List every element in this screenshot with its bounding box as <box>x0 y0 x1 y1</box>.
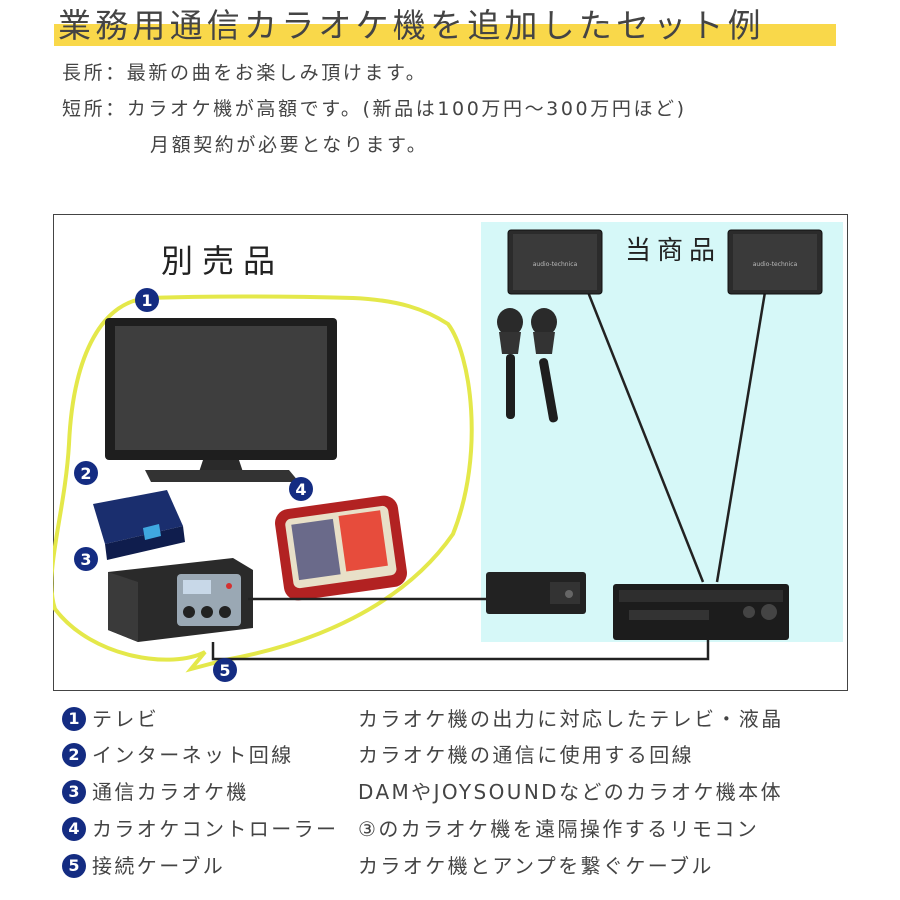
badge-2: 2 <box>74 461 98 485</box>
page-title: 業務用通信カラオケ機を追加したセット例 <box>54 4 836 50</box>
badge-1: 1 <box>135 288 159 312</box>
legend-item-name: カラオケコントローラー <box>92 817 339 841</box>
legend-item-description: カラオケ機の出力に対応したテレビ・液晶 <box>358 707 784 731</box>
karaoke-controller <box>275 495 407 601</box>
legend-row: 5 接続ケーブル カラオケ機とアンプを繋ぐケーブル <box>62 851 862 881</box>
cons-continued-text: 月額契約が必要となります。 <box>150 134 429 156</box>
connection-diagram: audio-technica audio-technica 当商品 別売品 <box>53 214 848 691</box>
svg-text:3: 3 <box>80 550 91 569</box>
badge-4: 4 <box>289 477 313 501</box>
separate-items-loop <box>53 294 474 673</box>
speaker-cable-left <box>586 291 705 583</box>
svg-text:4: 4 <box>295 480 306 499</box>
legend-item-name: 通信カラオケ機 <box>92 780 249 804</box>
legend-item-name: テレビ <box>92 707 160 731</box>
number-badge: 4 <box>62 817 86 841</box>
media-box <box>486 572 586 614</box>
legend-item-description: カラオケ機とアンプを繋ぐケーブル <box>358 854 714 878</box>
legend-item-description: ③のカラオケ機を遠隔操作するリモコン <box>358 817 760 841</box>
speaker-cable-right <box>715 291 767 583</box>
legend-item-description: DAMやJOYSOUNDなどのカラオケ機本体 <box>358 780 783 804</box>
svg-text:5: 5 <box>219 661 230 680</box>
number-badge: 3 <box>62 780 86 804</box>
this-product-label: 当商品 <box>625 236 721 266</box>
svg-text:2: 2 <box>80 464 91 483</box>
legend-row: 4 カラオケコントローラー ③のカラオケ機を遠隔操作するリモコン <box>62 814 862 844</box>
television <box>105 318 337 482</box>
svg-text:1: 1 <box>141 291 152 310</box>
number-badge: 1 <box>62 707 86 731</box>
speaker-right: audio-technica <box>727 229 823 295</box>
amplifier <box>613 584 789 640</box>
internet-router <box>93 490 185 560</box>
legend-row: 3 通信カラオケ機 DAMやJOYSOUNDなどのカラオケ機本体 <box>62 777 862 807</box>
cons-text: 短所：カラオケ機が高額です。(新品は100万円〜300万円ほど) <box>62 98 687 120</box>
speaker-brand-label: audio-technica <box>533 261 578 268</box>
legend-item-name: インターネット回線 <box>92 743 294 767</box>
badge-5: 5 <box>213 658 237 682</box>
speaker-brand-label: audio-technica <box>753 261 798 268</box>
karaoke-machine <box>108 558 253 642</box>
legend-item-name: 接続ケーブル <box>92 854 226 878</box>
legend-row: 1 テレビ カラオケ機の出力に対応したテレビ・液晶 <box>62 704 862 734</box>
speaker-left: audio-technica <box>507 229 603 295</box>
number-badge: 2 <box>62 743 86 767</box>
connection-cable <box>211 636 710 661</box>
legend-item-description: カラオケ機の通信に使用する回線 <box>358 743 694 767</box>
number-badge: 5 <box>62 854 86 878</box>
badge-3: 3 <box>74 547 98 571</box>
page-title-text: 業務用通信カラオケ機を追加したセット例 <box>58 6 765 45</box>
microphone-left <box>497 308 523 419</box>
legend-row: 2 インターネット回線 カラオケ機の通信に使用する回線 <box>62 740 862 770</box>
title-highlight <box>54 24 836 46</box>
sold-separately-label: 別売品 <box>161 242 284 280</box>
pros-text: 長所：最新の曲をお楽しみ頂けます。 <box>62 62 428 84</box>
microphone-right <box>531 308 558 423</box>
